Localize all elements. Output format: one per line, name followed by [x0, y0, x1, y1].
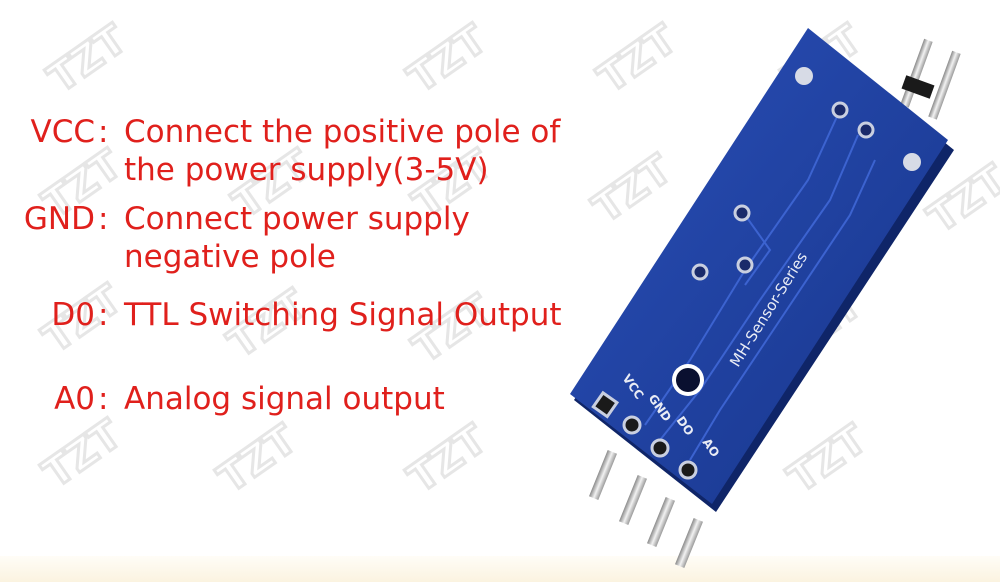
header-pads [591, 390, 698, 480]
separator: : [98, 381, 109, 417]
pin-label: VCC [30, 114, 96, 150]
separator: : [98, 114, 109, 150]
pin-row-vcc: VCC : Connect the positive pole of the p… [0, 113, 620, 193]
separator: : [98, 201, 109, 237]
floor-shadow [0, 556, 1000, 582]
pin-label: A0 [54, 381, 95, 417]
separator: : [98, 297, 109, 333]
mounting-hole [903, 153, 921, 171]
solder-pads [691, 101, 875, 281]
pin-row-d0: D0 : TTL Switching Signal Output [0, 296, 620, 336]
mounting-hole-inner [676, 368, 700, 392]
pin-description: Connect power supply negative pole [124, 201, 470, 275]
pin-label: GND [23, 201, 95, 237]
pin-description: Analog signal output [124, 381, 445, 417]
top-pins [900, 38, 961, 120]
pin-row-a0: A0 : Analog signal output [0, 380, 620, 420]
pin-description: Connect the positive pole of the power s… [124, 114, 561, 188]
pin-description: TTL Switching Signal Output [124, 297, 562, 333]
header-pins [588, 449, 704, 569]
pin-row-gnd: GND : Connect power supply negative pole [0, 200, 620, 280]
pin-label: D0 [51, 297, 95, 333]
mounting-hole [795, 67, 813, 85]
